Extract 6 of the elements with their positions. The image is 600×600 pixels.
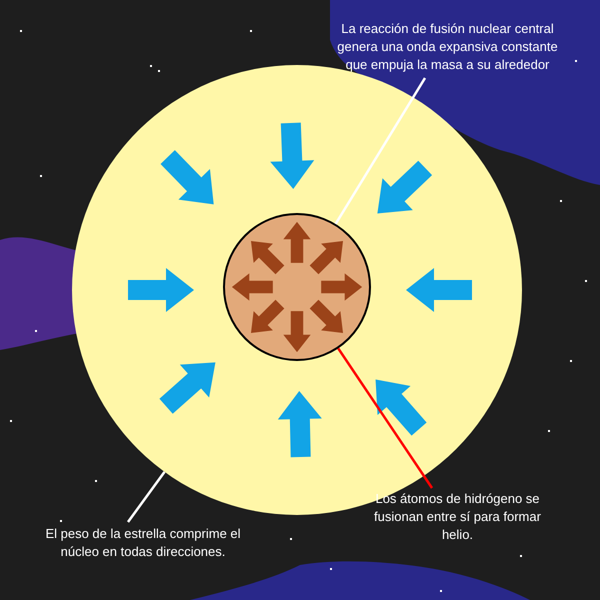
annotation-text: El peso de la estrella comprime el núcleo en todas direcciones. bbox=[25, 525, 261, 561]
annotation-text: La reacción de fusión nuclear central genera una onda expansiva constante que empuja la masa a su alrededor bbox=[325, 20, 570, 74]
leader-line bbox=[334, 77, 426, 225]
annotation-text: Los átomos de hidrógeno se fusionan entre sí para formar helio. bbox=[360, 490, 555, 544]
leader-line bbox=[126, 471, 166, 523]
leader-line bbox=[337, 348, 434, 489]
